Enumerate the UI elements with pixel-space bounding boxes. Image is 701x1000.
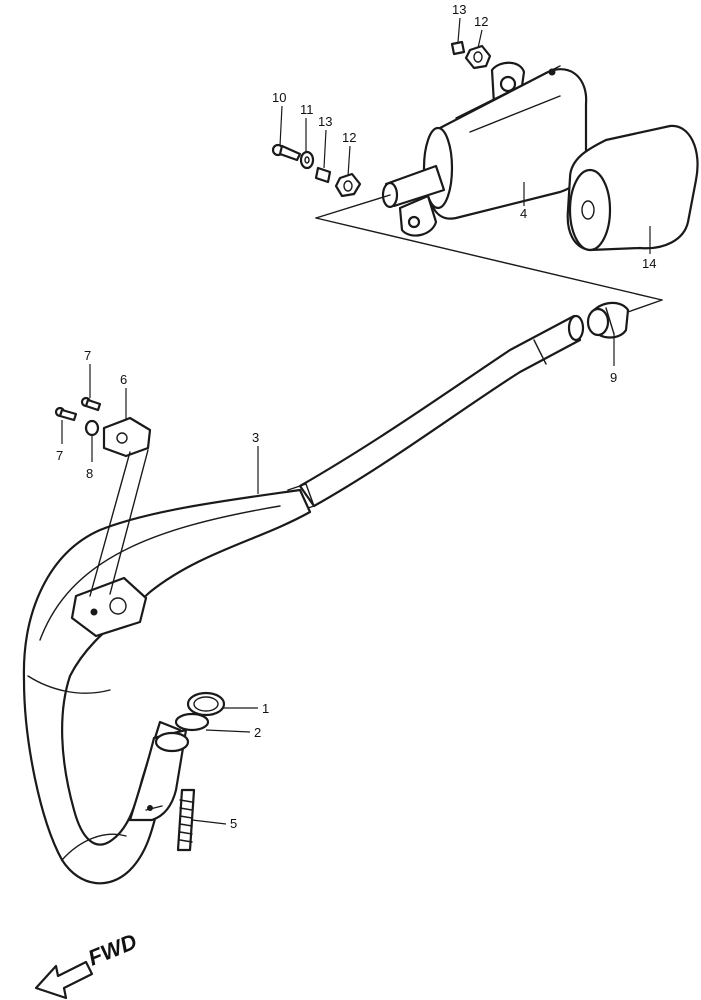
label-5: 5 xyxy=(230,816,237,831)
clamp-ring xyxy=(586,301,630,339)
fwd-arrow-icon xyxy=(34,960,94,1000)
label-11: 11 xyxy=(300,102,314,117)
chamber-bracket xyxy=(89,416,152,597)
forward-direction-indicator: FWD xyxy=(34,929,141,1000)
label-14: 14 xyxy=(642,256,656,271)
label-1: 1 xyxy=(262,701,269,716)
label-7-bottom: 7 xyxy=(56,448,63,463)
header-gasket-rings xyxy=(174,691,226,732)
label-12: 12 xyxy=(342,130,356,145)
label-3: 3 xyxy=(252,430,259,445)
silencer-cover xyxy=(566,124,699,252)
spring xyxy=(176,788,196,852)
assembly-guides xyxy=(315,194,663,313)
label-13-top: 13 xyxy=(452,2,466,17)
exhaust-pipe xyxy=(22,314,585,885)
label-4: 4 xyxy=(520,206,527,221)
label-2: 2 xyxy=(254,725,261,740)
part-labels: 13 12 10 11 13 12 4 14 9 7 6 7 8 3 1 2 5 xyxy=(56,2,656,831)
muffler xyxy=(381,61,588,237)
fwd-label: FWD xyxy=(85,929,141,971)
label-9: 9 xyxy=(610,370,617,385)
bracket-fasteners xyxy=(54,396,102,437)
label-10: 10 xyxy=(272,90,286,105)
label-12-top: 12 xyxy=(474,14,488,29)
muffler-fasteners xyxy=(271,40,492,198)
label-13: 13 xyxy=(318,114,332,129)
label-7-top: 7 xyxy=(84,348,91,363)
leader-lines xyxy=(61,17,651,825)
label-8: 8 xyxy=(86,466,93,481)
label-6: 6 xyxy=(120,372,127,387)
